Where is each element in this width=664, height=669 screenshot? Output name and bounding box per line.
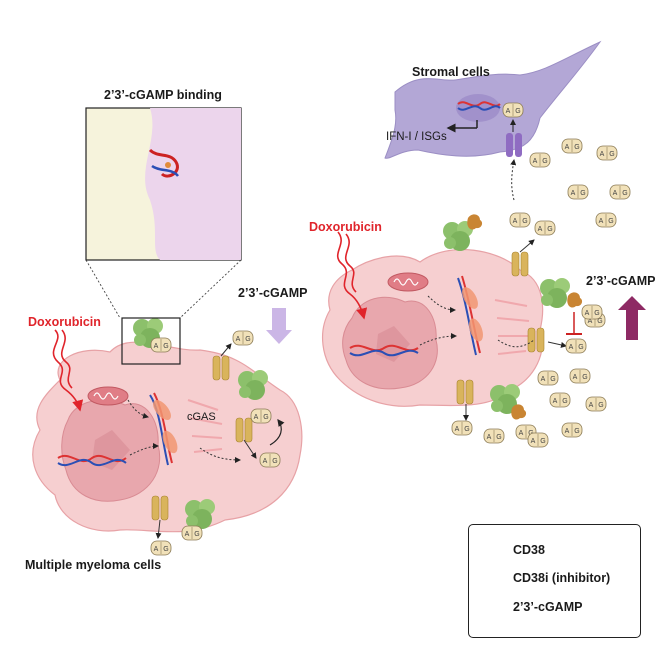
stromal-cells-label: Stromal cells [412, 65, 490, 79]
binding-title: 2’3’-cGAMP binding [104, 88, 222, 102]
mm-cells-label: Multiple myeloma cells [25, 558, 162, 572]
arrow-down-light [266, 308, 292, 344]
cgamp-left-label: 2’3’-cGAMP [238, 286, 308, 300]
stromal-cell [384, 40, 602, 201]
cgas-label: cGAS [187, 411, 216, 423]
cgamp-right-label: 2’3’-cGAMP [586, 274, 656, 288]
arrow-up-dark [618, 296, 646, 340]
doxorubicin-left-label: Doxorubicin [28, 315, 101, 329]
left-myeloma-cell [32, 318, 303, 556]
doxorubicin-right-label: Doxorubicin [309, 220, 382, 234]
ifn-isgs-label: IFN-I / ISGs [386, 131, 447, 143]
legend-label-cd38: CD38 [513, 543, 545, 557]
binding-inset [85, 107, 242, 365]
legend: CD38 CD38i (inhibitor) 2’3’-cGAMP [468, 524, 641, 638]
legend-label-cgamp: 2’3’-cGAMP [513, 600, 583, 614]
right-myeloma-cell [321, 214, 583, 421]
legend-label-cd38i: CD38i (inhibitor) [513, 571, 611, 585]
